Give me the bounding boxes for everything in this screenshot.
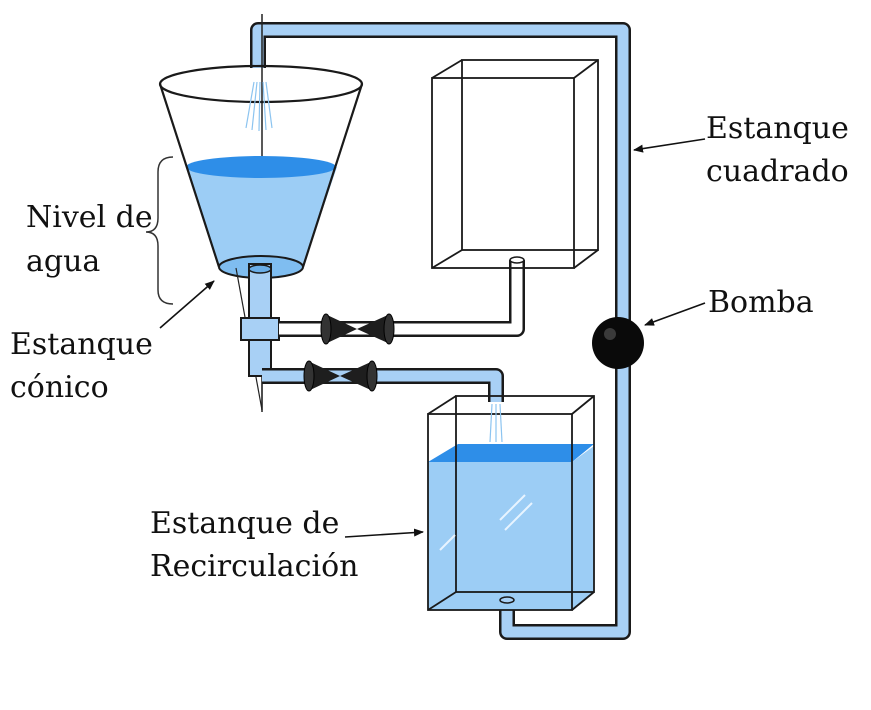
conical-tank-water [186,167,337,267]
pump [592,317,644,369]
label-conico-line1: Estanque [10,327,153,362]
label-recirc-line1: Estanque de [150,506,339,541]
label-nivel-line1: Nivel de [26,200,153,235]
inflow-spray [245,81,273,132]
label-bomba: Bomba [708,285,814,320]
valve-upper [320,313,395,345]
arrow-cuadrado [633,138,706,153]
square-tank [431,59,599,269]
valve-lower [303,360,378,392]
recirculation-tank-water-surface [428,444,594,462]
arrow-recirculacion [344,528,424,538]
arrow-bomba [644,302,706,326]
recirculation-tank [427,395,595,611]
label-cuadrado-line1: Estanque [706,111,849,146]
recirculation-tank-water [428,446,594,610]
arrow-conico [159,280,215,329]
conical-tank-water-surface [186,156,336,178]
label-conico-line2: cónico [10,370,109,405]
label-cuadrado-line2: cuadrado [706,154,849,189]
label-recirc-line2: Recirculación [150,549,358,584]
water-level-brace [145,156,174,305]
label-nivel-line2: agua [26,244,100,279]
